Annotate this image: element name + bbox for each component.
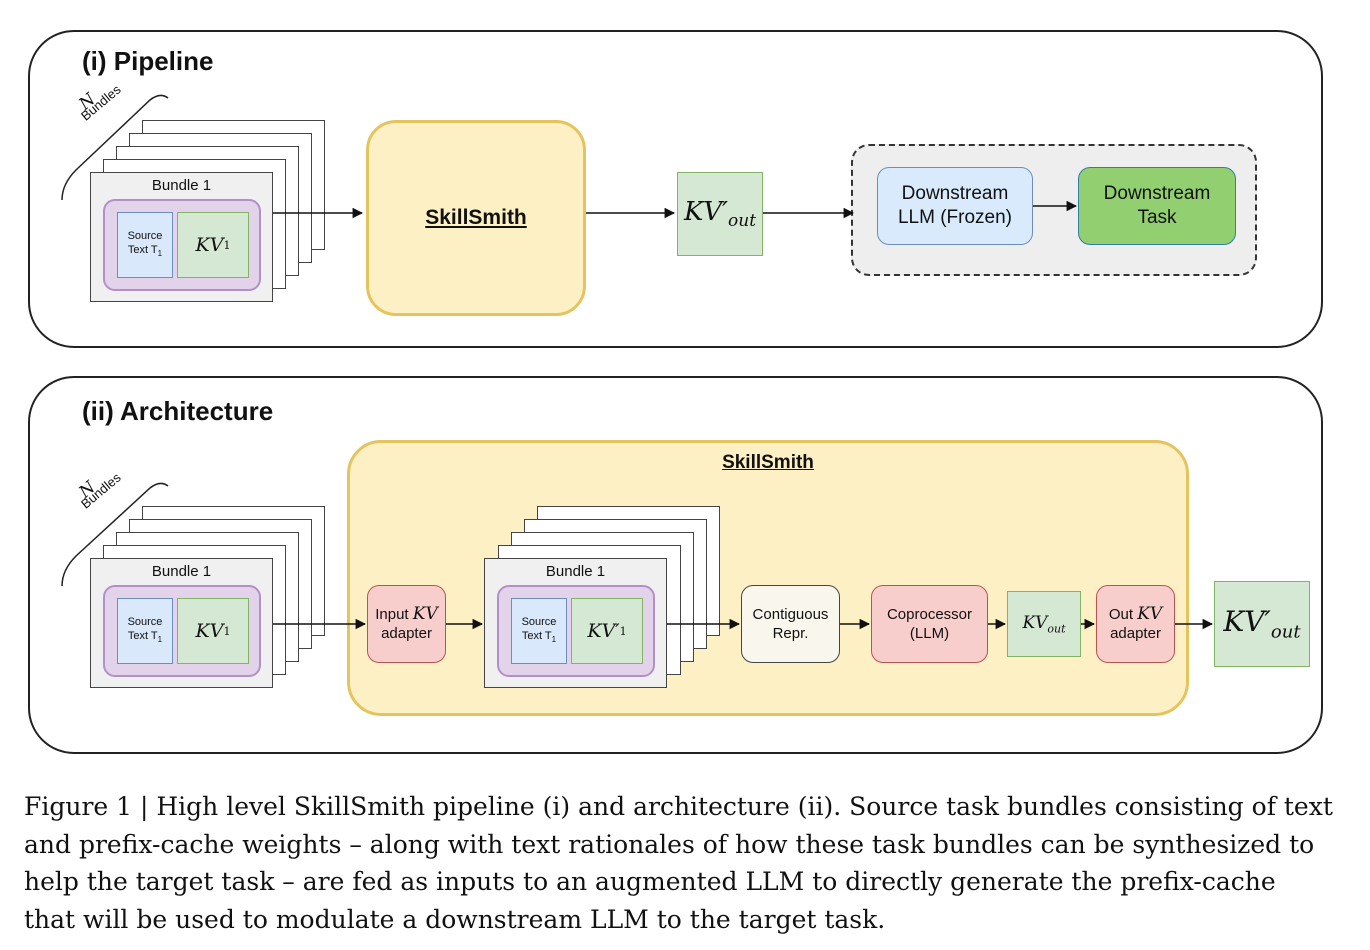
architecture-bundle-label: Bundle 1 — [151, 563, 212, 580]
input-kv-adapter: Input KV adapter — [367, 585, 446, 663]
architecture-kv-out-label: KV′ — [1223, 605, 1271, 639]
architecture-source-line2-wrap: Text T1 — [128, 629, 162, 647]
inner-bundle-contents: Source Text T1 KV′1 — [497, 585, 655, 677]
kv-out-small-wrap: KVout — [1022, 613, 1065, 635]
architecture-source-line2: Text T — [127, 629, 158, 642]
downstream-task-label: Downstream Task — [1103, 183, 1211, 228]
architecture-kv-out-sub: out — [1270, 621, 1301, 643]
architecture-kv1-label: KV — [195, 620, 224, 642]
caption-line-2: and prefix-cache weights – along with te… — [24, 829, 1315, 859]
contiguous-repr: Contiguous Repr. — [741, 585, 840, 663]
caption-line-4: that will be used to modulate a downstre… — [24, 904, 886, 934]
pipeline-skillsmith-label: SkillSmith — [425, 206, 527, 229]
out-adapter-line1-wrap: Out KV — [1109, 605, 1162, 624]
architecture-kv-out-wrap: KV′out — [1223, 605, 1300, 643]
coprocessor: Coprocessor (LLM) — [871, 585, 988, 663]
architecture-kv1-sub: 1 — [223, 624, 231, 638]
caption-line-3: help the target task – are fed as inputs… — [24, 867, 1276, 896]
out-adapter-kv: KV — [1137, 604, 1163, 624]
pipeline-kv-out: KV′out — [677, 172, 763, 256]
pipeline-bundle-label: Bundle 1 — [151, 177, 212, 194]
pipeline-kv1-sub: 1 — [223, 238, 231, 252]
pipeline-kv-out-wrap: KV′out — [684, 197, 756, 231]
pipeline-source-line2: Text T — [127, 243, 158, 256]
pipeline-source-sub: 1 — [157, 249, 163, 259]
out-adapter-line1: Out — [1108, 606, 1134, 623]
pipeline-kv-out-sub: out — [728, 211, 757, 232]
architecture-source-sub: 1 — [157, 635, 163, 645]
inner-source-line2-wrap: Text T1 — [522, 629, 556, 647]
pipeline-source-line2-wrap: Text T1 — [128, 243, 162, 261]
kv-out-small-sub: out — [1047, 622, 1066, 636]
pipeline-kv1-label: KV — [195, 234, 224, 256]
architecture-title: (ii) Architecture — [82, 396, 274, 426]
out-kv-adapter: Out KV adapter — [1096, 585, 1175, 663]
kv-out-small-label: KV — [1022, 612, 1048, 633]
inner-source-text: Source Text T1 — [511, 598, 567, 664]
architecture-skillsmith-label: SkillSmith — [722, 452, 814, 473]
downstream-llm-label: Downstream LLM (Frozen) — [897, 183, 1013, 228]
contiguous-repr-label: Contiguous Repr. — [752, 606, 829, 642]
pipeline-source-line1: Source — [127, 229, 163, 242]
inner-kv1-sub: 1 — [619, 624, 627, 638]
inner-source-sub: 1 — [551, 635, 557, 645]
pipeline-skillsmith: SkillSmith — [366, 120, 586, 316]
architecture-source-line1: Source — [127, 615, 163, 628]
caption-line-1: Figure 1 | High level SkillSmith pipelin… — [24, 792, 1333, 821]
pipeline-kv-out-label: KV′ — [683, 196, 729, 227]
kv-out-small: KVout — [1007, 591, 1081, 657]
input-adapter-line2: adapter — [381, 625, 432, 642]
inner-bundle-label: Bundle 1 — [545, 563, 606, 580]
input-adapter-line1: Input — [375, 606, 409, 623]
inner-kv1: KV′1 — [571, 598, 643, 664]
pipeline-title: (i) Pipeline — [82, 46, 214, 76]
out-adapter-line2: adapter — [1110, 625, 1161, 642]
architecture-source-text: Source Text T1 — [117, 598, 173, 664]
figure-caption: Figure 1 | High level SkillSmith pipelin… — [24, 788, 1344, 938]
architecture-kv-out: KV′out — [1214, 581, 1310, 667]
inner-bundle-card-1: Bundle 1 Source Text T1 KV′1 — [484, 558, 667, 688]
input-adapter-line1-wrap: Input KV — [375, 605, 438, 624]
downstream-llm: Downstream LLM (Frozen) — [877, 167, 1033, 245]
coprocessor-label: Coprocessor (LLM) — [886, 606, 973, 642]
downstream-task: Downstream Task — [1078, 167, 1236, 245]
inner-source-line1: Source — [521, 615, 557, 628]
inner-kv1-label: KV′ — [587, 620, 620, 642]
inner-source-line2: Text T — [521, 629, 552, 642]
architecture-skillsmith — [347, 440, 1189, 716]
pipeline-source-text: Source Text T1 — [117, 212, 173, 278]
input-adapter-kv: KV — [412, 604, 438, 624]
